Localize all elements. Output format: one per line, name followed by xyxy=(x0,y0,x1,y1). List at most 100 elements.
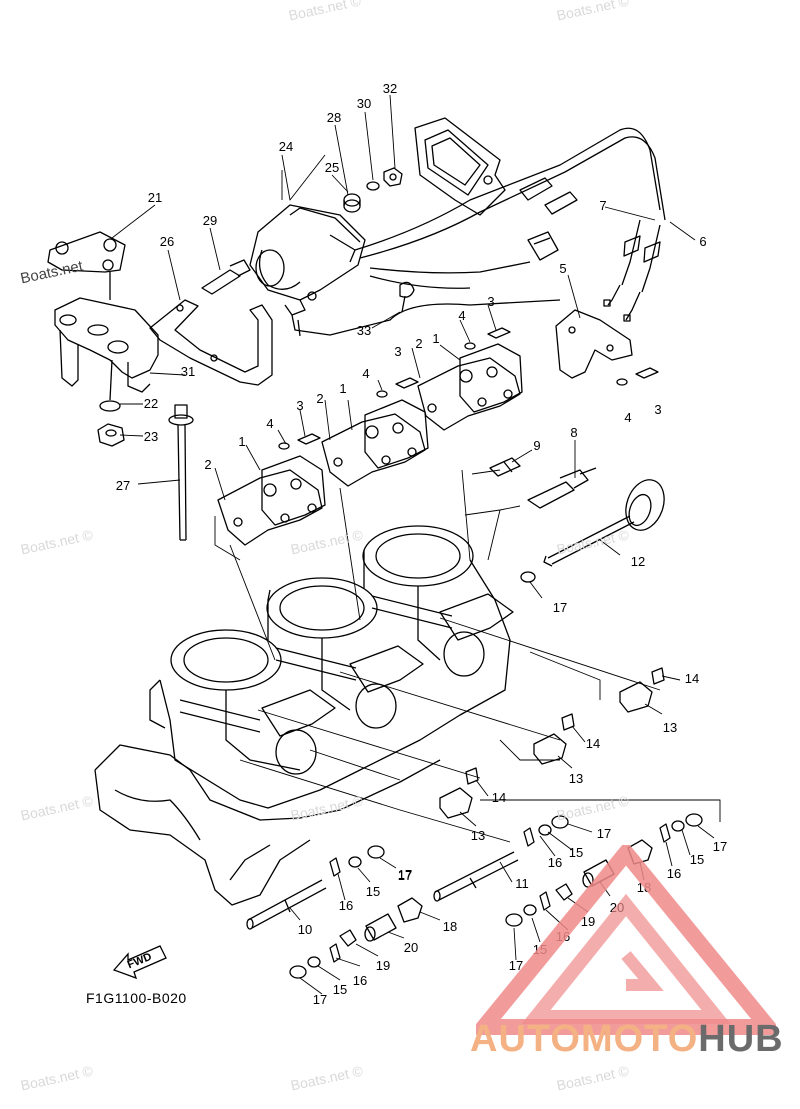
callout-2: 2 xyxy=(415,336,422,351)
callout-4: 4 xyxy=(624,410,631,425)
callout-16: 16 xyxy=(353,973,367,988)
callout-numbers: 3230282425212926765343312343122231234341… xyxy=(116,81,727,1007)
part-sensor-8 xyxy=(527,467,597,509)
part-bracket-13-b xyxy=(533,713,575,765)
part-plug-29 xyxy=(201,259,251,295)
callout-5: 5 xyxy=(559,261,566,276)
callout-17: 17 xyxy=(313,992,327,1007)
callout-16: 16 xyxy=(667,866,681,881)
part-cylinder-block xyxy=(94,525,514,906)
callout-10: 10 xyxy=(298,922,312,937)
part-shaft-11 xyxy=(433,851,519,902)
callout-4: 4 xyxy=(266,416,273,431)
callout-13: 13 xyxy=(663,720,677,735)
part-control-box-32 xyxy=(414,117,506,216)
part-sleeve-20-lower xyxy=(364,913,397,942)
callout-17: 17 xyxy=(398,868,412,883)
callout-9: 9 xyxy=(533,438,540,453)
callout-17: 17 xyxy=(597,826,611,841)
callout-18: 18 xyxy=(443,919,457,934)
callout-15: 15 xyxy=(366,884,380,899)
callout-13: 13 xyxy=(569,771,583,786)
callout-15: 15 xyxy=(690,852,704,867)
part-grommet-25 xyxy=(343,193,361,213)
part-bolt-27 xyxy=(168,404,194,541)
callout-12: 12 xyxy=(631,554,645,569)
part-clip-19-upper xyxy=(555,883,573,901)
callout-2: 2 xyxy=(316,391,323,406)
callout-3: 3 xyxy=(296,398,303,413)
callout-16: 16 xyxy=(548,855,562,870)
callout-19: 19 xyxy=(376,958,390,973)
part-nut-30 xyxy=(383,167,403,187)
callout-33: 33 xyxy=(357,323,371,338)
wiring-harness xyxy=(291,127,666,337)
part-collar-17-top xyxy=(520,571,536,583)
callout-14: 14 xyxy=(586,736,600,751)
callout-7: 7 xyxy=(599,198,606,213)
callout-24: 24 xyxy=(279,139,293,154)
callout-17: 17 xyxy=(509,958,523,973)
part-holder-18-lower xyxy=(397,897,423,923)
callout-1: 1 xyxy=(432,331,439,346)
callout-11: 11 xyxy=(515,876,529,891)
diagram-code: F1G1100-B020 xyxy=(86,990,187,1006)
callout-27: 27 xyxy=(116,478,130,493)
brand-wordmark: AUTOMOTOHUB xyxy=(470,1018,784,1061)
callout-30: 30 xyxy=(357,96,371,111)
part-shaft-10 xyxy=(246,879,327,930)
brand-part-moto: MOTO xyxy=(580,1018,699,1060)
callout-26: 26 xyxy=(160,234,174,249)
brand-part-hub: HUB xyxy=(698,1018,784,1060)
callout-13: 13 xyxy=(471,828,485,843)
part-clamp-33 xyxy=(399,281,415,313)
brand-part-auto: AUTO xyxy=(470,1018,581,1060)
callout-15: 15 xyxy=(333,982,347,997)
part-bracket-26 xyxy=(149,299,273,386)
callout-2: 2 xyxy=(204,457,211,472)
part-bracket-13-c xyxy=(439,767,479,819)
leader-lines xyxy=(111,94,715,995)
callout-17: 17 xyxy=(713,839,727,854)
bolt-stay xyxy=(109,359,113,401)
callout-3: 3 xyxy=(487,294,494,309)
part-clip-19-lower xyxy=(339,929,357,947)
callout-4: 4 xyxy=(362,366,369,381)
callout-29: 29 xyxy=(203,213,217,228)
callout-31: 31 xyxy=(181,364,195,379)
part-ignition-coil-24 xyxy=(249,204,366,316)
automotohub-logo-icon xyxy=(476,845,776,1035)
callout-14: 14 xyxy=(685,671,699,686)
callout-1: 1 xyxy=(339,381,346,396)
part-washer-22 xyxy=(99,400,121,412)
callout-3: 3 xyxy=(394,344,401,359)
callout-16: 16 xyxy=(339,898,353,913)
part-cap-set-right xyxy=(417,343,523,431)
part-stay-31 xyxy=(54,297,159,393)
callout-19: 19 xyxy=(581,914,595,929)
callout-4: 4 xyxy=(458,308,465,323)
callout-8: 8 xyxy=(570,425,577,440)
callout-14: 14 xyxy=(492,790,506,805)
part-bolt-9 xyxy=(489,457,521,477)
part-cap-set-middle xyxy=(321,399,429,487)
assembly-guide-lines xyxy=(214,469,721,843)
callout-25: 25 xyxy=(325,160,339,175)
callout-3: 3 xyxy=(654,402,661,417)
callout-32: 32 xyxy=(383,81,397,96)
callout-17: 17 xyxy=(398,867,412,882)
part-bracket-5 xyxy=(555,309,633,379)
callout-17: 17 xyxy=(553,600,567,615)
part-washer-28 xyxy=(366,181,380,191)
part-bracket-13-a xyxy=(619,667,665,713)
callout-28: 28 xyxy=(327,110,341,125)
callout-21: 21 xyxy=(148,190,162,205)
callout-20: 20 xyxy=(404,940,418,955)
callout-6: 6 xyxy=(699,234,706,249)
callout-15: 15 xyxy=(569,845,583,860)
fwd-arrow-icon: FWD xyxy=(110,940,170,987)
bolts-and-washers xyxy=(278,327,659,450)
callout-1: 1 xyxy=(238,434,245,449)
